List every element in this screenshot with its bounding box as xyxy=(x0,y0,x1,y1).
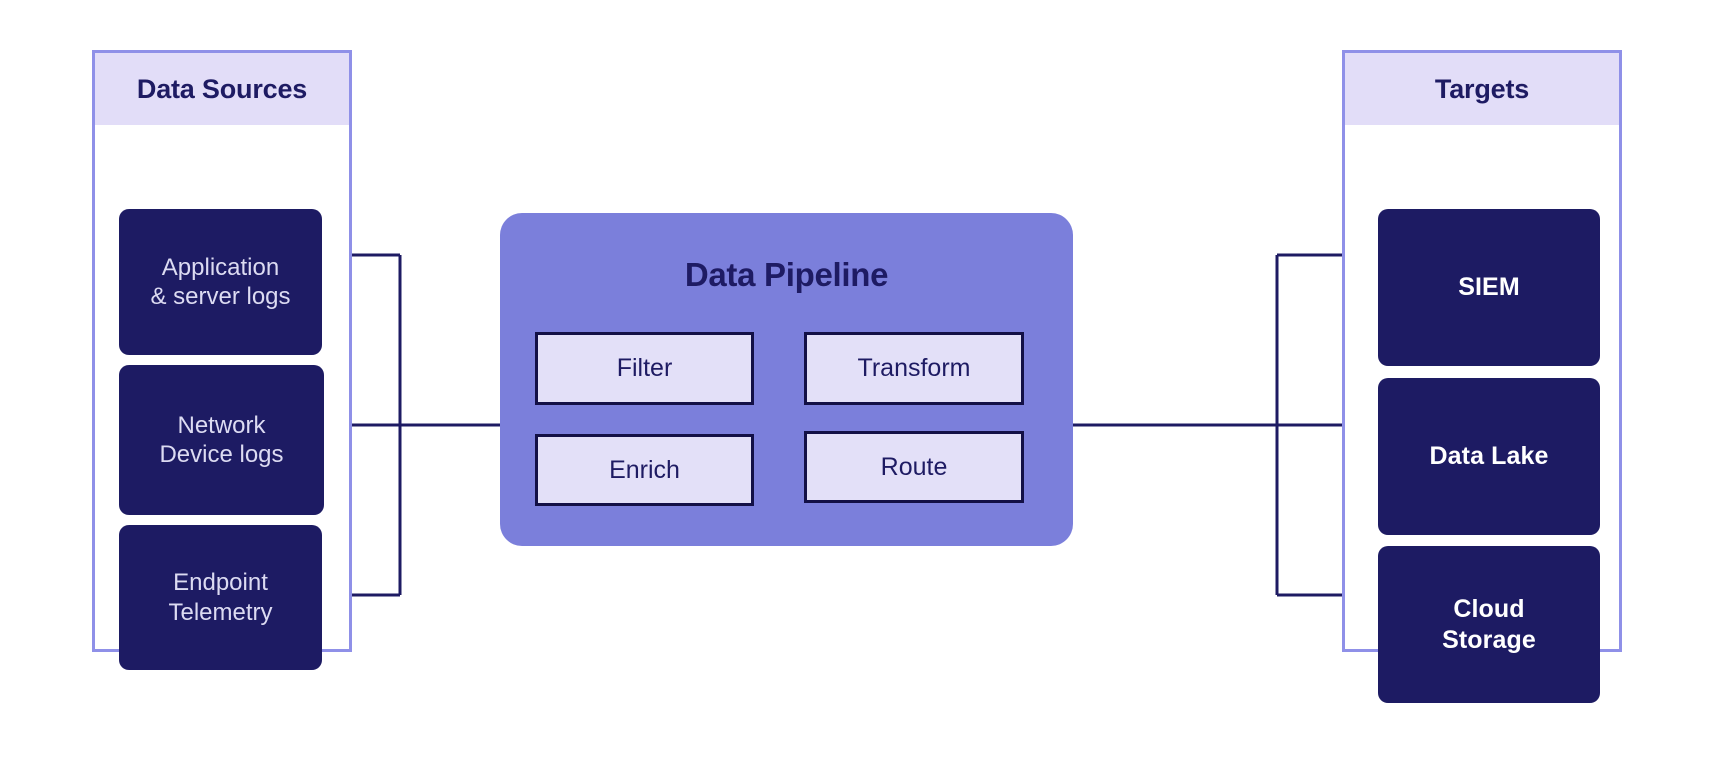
data-sources-panel: Data Sources Application & server logs N… xyxy=(92,50,352,670)
source-node-network-device-logs[interactable]: Network Device logs xyxy=(119,365,324,515)
targets-panel: Targets SIEM Data Lake Cloud Storage xyxy=(1342,50,1622,703)
pipeline-stage-label: Enrich xyxy=(609,455,680,484)
targets-header: Targets xyxy=(1345,53,1619,125)
pipeline-stage-transform[interactable]: Transform xyxy=(804,332,1024,405)
target-node-label: Cloud Storage xyxy=(1442,595,1536,654)
source-node-endpoint-telemetry[interactable]: Endpoint Telemetry xyxy=(119,525,322,670)
target-node-siem[interactable]: SIEM xyxy=(1378,209,1600,366)
target-node-cloud-storage[interactable]: Cloud Storage xyxy=(1378,546,1600,703)
data-sources-title: Data Sources xyxy=(136,73,308,104)
data-sources-header: Data Sources xyxy=(95,53,349,125)
pipeline-stage-label: Filter xyxy=(616,354,673,382)
targets-title: Targets xyxy=(1434,73,1530,104)
pipeline-stage-route[interactable]: Route xyxy=(804,431,1024,503)
source-node-label: Application & server logs xyxy=(150,253,291,310)
pipeline-stage-label: Route xyxy=(880,452,948,481)
source-node-label: Network Device logs xyxy=(159,411,284,468)
target-node-data-lake[interactable]: Data Lake xyxy=(1378,378,1600,535)
pipeline-stage-filter[interactable]: Filter xyxy=(535,332,754,405)
pipeline-stage-label: Transform xyxy=(857,354,971,382)
target-node-label: Data Lake xyxy=(1429,442,1549,471)
source-node-label: Endpoint Telemetry xyxy=(168,569,273,626)
pipeline-stage-enrich[interactable]: Enrich xyxy=(535,434,754,506)
source-node-application-server-logs[interactable]: Application & server logs xyxy=(119,209,322,355)
data-pipeline-title: Data Pipeline xyxy=(684,256,889,293)
data-pipeline-container: Data Pipeline Filter Transform Enrich Ro… xyxy=(500,213,1073,546)
target-node-label: SIEM xyxy=(1458,273,1520,302)
